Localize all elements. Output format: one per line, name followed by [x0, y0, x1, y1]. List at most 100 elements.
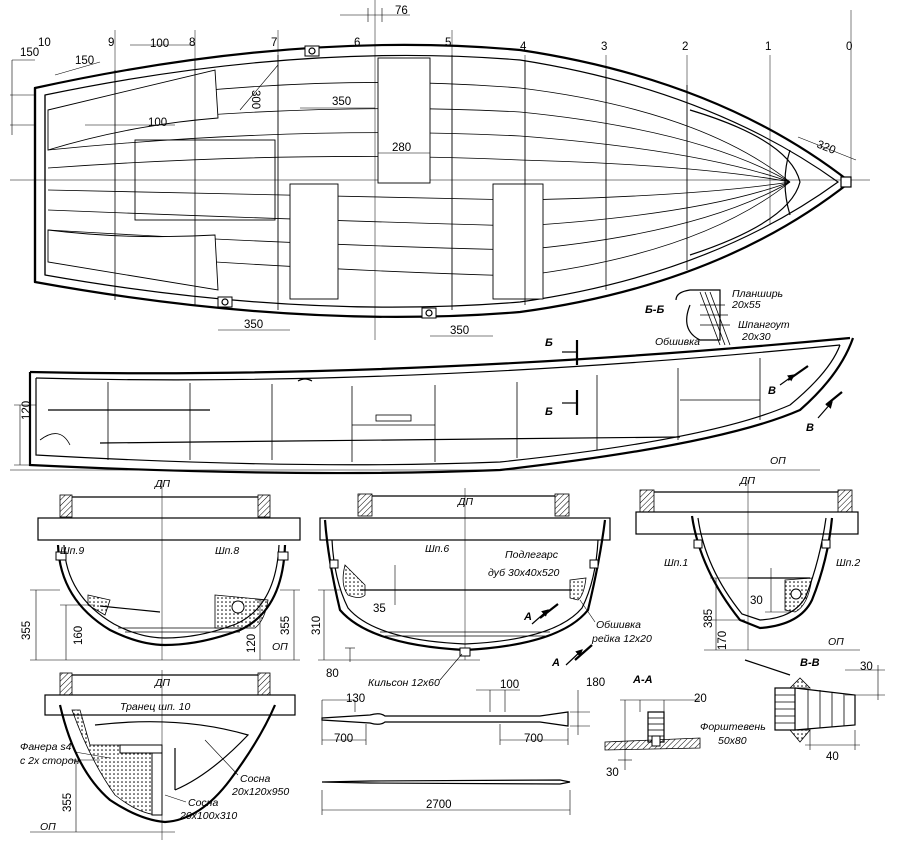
- label-sosna-2-size: 20х100х310: [179, 810, 237, 822]
- label-shp1: Шп.1: [664, 557, 688, 569]
- frame-3: 3: [601, 41, 607, 53]
- dim-150-left: 150: [20, 47, 39, 59]
- label-dp-2: ДП: [457, 496, 473, 508]
- dim-280: 280: [392, 142, 411, 154]
- dim-180: 180: [586, 677, 605, 689]
- plan-view: 10 9 8 7 6 5 4 3 2 1 0: [10, 0, 870, 340]
- section-vv: В-В Форштевень 50х80 30: [700, 657, 885, 763]
- frame-9: 9: [108, 37, 114, 49]
- frame-1: 1: [765, 41, 771, 53]
- label-sosna-2: Сосна: [188, 797, 218, 809]
- label-sosna-1: Сосна: [240, 773, 270, 785]
- dim-350-right: 350: [450, 325, 469, 337]
- label-podlegars: Подлегарс: [505, 549, 559, 561]
- frame-station-labels: 10 9 8 7 6 5 4 3 2 1 0: [38, 37, 852, 53]
- dim-355-shp9: 355: [21, 621, 33, 640]
- dim-80: 80: [326, 668, 339, 680]
- dim-350-left: 350: [244, 319, 263, 331]
- dim-30-shp2: 30: [750, 595, 763, 607]
- section-bb-detail: Б-Б Планширь 20х55 Шпангоут 20х30 Обшивк…: [645, 288, 790, 348]
- dim-130: 130: [346, 693, 365, 705]
- label-fanera: Фанера s4: [20, 741, 72, 753]
- dim-100-oar: 100: [500, 679, 519, 691]
- section-bb-title: Б-Б: [645, 304, 664, 316]
- dim-170: 170: [717, 631, 729, 650]
- frame-4: 4: [520, 41, 527, 53]
- label-shp2: Шп.2: [836, 557, 860, 569]
- section-aa: А-А 20 30: [604, 674, 707, 779]
- label-op-side: ОП: [770, 455, 786, 467]
- section-b-marker-top: Б: [545, 337, 553, 349]
- dim-120-shp8: 120: [246, 634, 258, 653]
- section-frames-1-2: ДП Шп.1 Шп.2 30 385 170 ОП: [635, 475, 860, 651]
- label-shp8: Шп.8: [215, 545, 239, 557]
- label-op-transom: ОП: [40, 821, 56, 833]
- label-kilson: Кильсон 12х60: [368, 677, 440, 689]
- dim-700-right: 700: [524, 733, 543, 745]
- dim-320: 320: [815, 139, 837, 157]
- label-obshivka2-size: рейка 12х20: [591, 633, 652, 645]
- dim-100-mid: 100: [148, 117, 167, 129]
- frame-7: 7: [271, 37, 277, 49]
- label-op-9: ОП: [272, 641, 288, 653]
- section-frames-9-8: ДП Шп.9 Шп.8 355 160 120 355 ОП: [21, 478, 301, 661]
- frame-10: 10: [38, 37, 51, 49]
- label-op-1: ОП: [828, 636, 844, 648]
- label-obshivka2: Обшивка: [596, 619, 641, 631]
- dim-2700: 2700: [426, 799, 452, 811]
- dim-120-side: 120: [21, 401, 33, 420]
- section-v-marker-top: В: [768, 385, 776, 397]
- dim-160: 160: [73, 626, 85, 645]
- section-b-marker-bottom: Б: [545, 406, 553, 418]
- label-planshir: Планширь: [732, 288, 783, 300]
- dim-350-plan: 350: [332, 96, 351, 108]
- dim-355-shp8: 355: [280, 616, 292, 635]
- frame-2: 2: [682, 41, 688, 53]
- transom-section: ДП Транец шп. 10 Фанера s4 с 2х сторон С…: [20, 670, 296, 840]
- dim-30-aa: 30: [606, 767, 619, 779]
- section-vv-title: В-В: [800, 657, 820, 669]
- dim-385: 385: [703, 609, 715, 628]
- section-frame-6: ДП Шп.6 Подлегарс дуб 30х40х520 Обшивка …: [311, 488, 652, 689]
- side-view: Б Б В В ОП 120: [10, 336, 855, 475]
- frame-5: 5: [445, 37, 451, 49]
- oar-drawing: 130 100 180 700 700 2700: [321, 677, 605, 815]
- label-shp9: Шп.9: [60, 545, 84, 557]
- dim-35: 35: [373, 603, 386, 615]
- dim-30-vv: 30: [860, 661, 873, 673]
- label-forshteven-size: 50х80: [718, 735, 747, 747]
- section-a-marker-top: А: [523, 611, 532, 623]
- frame-8: 8: [189, 37, 195, 49]
- dim-40: 40: [826, 751, 839, 763]
- label-tranec: Транец шп. 10: [120, 701, 190, 713]
- section-a-marker-bottom: А: [551, 657, 560, 669]
- dim-76: 76: [395, 5, 408, 17]
- label-podlegars-size: дуб 30х40х520: [488, 567, 560, 579]
- label-forshteven: Форштевень: [700, 721, 766, 733]
- oarlock-bottom-right: [421, 307, 437, 319]
- frame-6: 6: [354, 37, 360, 49]
- dim-700-left: 700: [334, 733, 353, 745]
- dim-310: 310: [311, 616, 323, 635]
- label-dp-1: ДП: [154, 478, 170, 490]
- dim-100-top: 100: [150, 38, 169, 50]
- dim-150-diag: 150: [75, 55, 94, 67]
- dim-300: 300: [249, 90, 261, 109]
- section-aa-title: А-А: [632, 674, 653, 686]
- frame-0: 0: [846, 41, 852, 53]
- label-dp-3: ДП: [739, 475, 755, 487]
- label-shpangout: Шпангоут: [738, 319, 790, 331]
- label-fanera-2: с 2х сторон: [20, 755, 80, 767]
- label-planshir-size: 20х55: [731, 299, 761, 311]
- dim-20: 20: [694, 693, 707, 705]
- dim-355-transom: 355: [62, 793, 74, 812]
- label-shpangout-size: 20х30: [741, 331, 771, 343]
- label-sosna-1-size: 20х120х950: [231, 786, 289, 798]
- oarlock-top: [304, 45, 320, 57]
- label-obshivka: Обшивка: [655, 336, 700, 348]
- oarlock-bottom-left: [217, 296, 233, 308]
- label-dp-4: ДП: [154, 677, 170, 689]
- label-shp6: Шп.6: [425, 543, 449, 555]
- section-v-marker-bottom: В: [806, 422, 814, 434]
